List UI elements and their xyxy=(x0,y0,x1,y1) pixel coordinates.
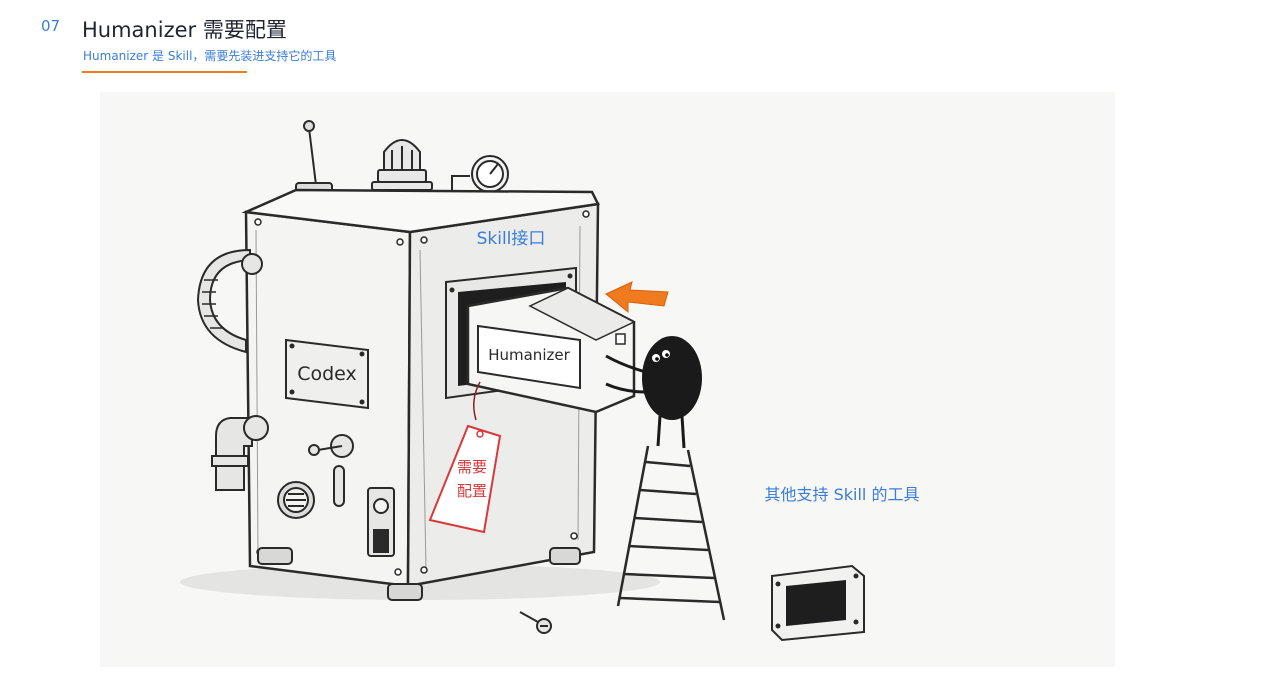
warning-light-icon xyxy=(371,139,433,191)
empty-skill-box xyxy=(771,564,865,642)
speaker-grille-icon xyxy=(277,481,315,519)
switch-box-icon xyxy=(367,487,395,557)
creature-character xyxy=(605,336,702,449)
config-tag: 需要 配置 xyxy=(428,381,502,534)
skill-slot-label: Skill接口 xyxy=(477,229,546,249)
pressure-gauge-icon xyxy=(451,155,509,193)
machine-top-face xyxy=(241,188,600,234)
page-subtitle: Humanizer 是 Skill，需要先装进支持它的工具 xyxy=(83,49,337,63)
codex-label: Codex xyxy=(297,363,357,385)
title-underline xyxy=(82,71,247,73)
slide-number: 07 xyxy=(41,17,61,35)
ladder xyxy=(616,445,726,621)
humanizer-module: Humanizer xyxy=(466,286,636,414)
coiled-hose xyxy=(196,248,263,354)
humanizer-label: Humanizer xyxy=(488,346,570,364)
lever-icon xyxy=(308,434,354,507)
other-tools-label: 其他支持 Skill 的工具 xyxy=(765,485,920,504)
machine-feet xyxy=(257,547,581,601)
screw-icon xyxy=(519,611,552,634)
page-title: Humanizer 需要配置 xyxy=(82,18,287,42)
tag-text-line2: 配置 xyxy=(457,482,487,500)
codex-plate: Codex xyxy=(285,338,369,410)
insert-arrow-icon xyxy=(605,281,669,314)
tag-text-line1: 需要 xyxy=(457,458,487,476)
pipe-elbow xyxy=(211,415,269,491)
